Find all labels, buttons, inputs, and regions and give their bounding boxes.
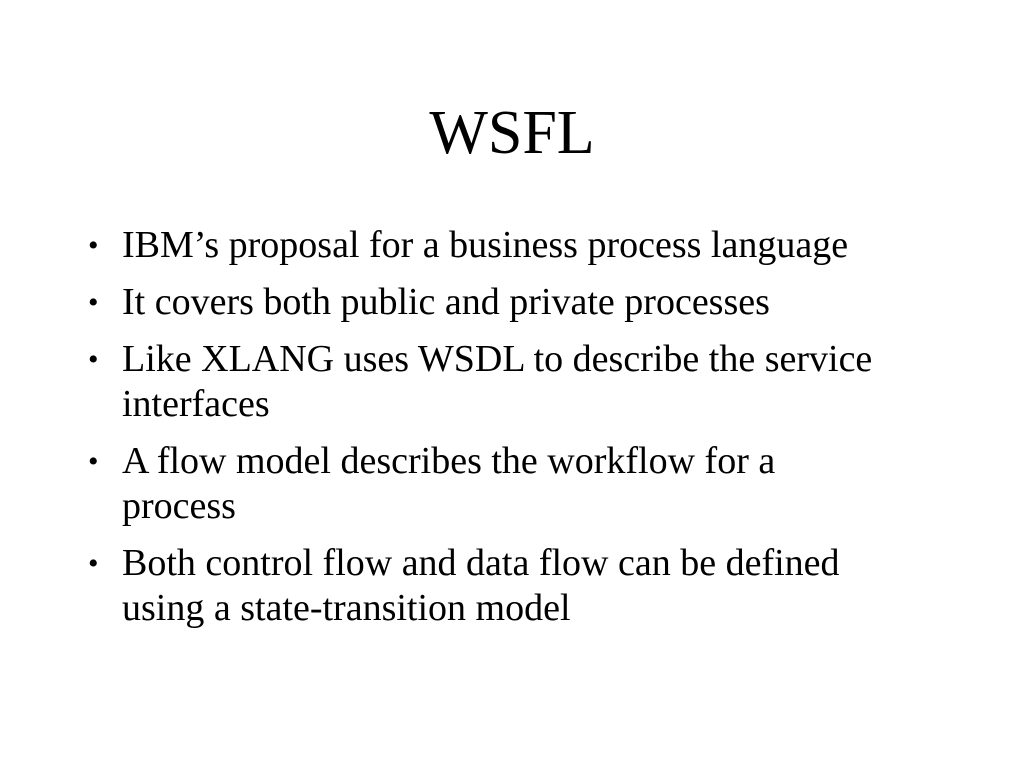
slide-title: WSFL [429, 99, 595, 167]
bullet-item: • It covers both public and private proce… [88, 280, 968, 325]
bullet-line: A flow model describes the workflow for … [122, 440, 776, 482]
bullet-item: • A flow model describes the workflow for… [88, 439, 968, 529]
bullet-item: • Like XLANG uses WSDL to describe the se… [88, 337, 968, 427]
bullet-marker: • [88, 547, 99, 580]
bullet-item: • Both control flow and data flow can be … [88, 541, 968, 631]
bullet-line: process [122, 485, 236, 527]
bullet-line: using a state-transition model [122, 587, 571, 629]
bullet-item: • IBM’s proposal for a business process l… [88, 223, 968, 268]
bullet-marker: • [88, 343, 99, 376]
bullet-line: Like XLANG uses WSDL to describe the ser… [122, 338, 873, 380]
bullet-marker: • [88, 445, 99, 478]
bullet-marker: • [88, 229, 99, 262]
bullet-line: IBM’s proposal for a business process la… [122, 224, 849, 266]
bullet-line: It covers both public and private proces… [122, 281, 770, 323]
bullet-marker: • [88, 286, 99, 319]
bullet-line: interfaces [122, 383, 270, 425]
bullet-list: • IBM’s proposal for a business process l… [88, 223, 968, 643]
bullet-line: Both control flow and data flow can be d… [122, 542, 840, 584]
